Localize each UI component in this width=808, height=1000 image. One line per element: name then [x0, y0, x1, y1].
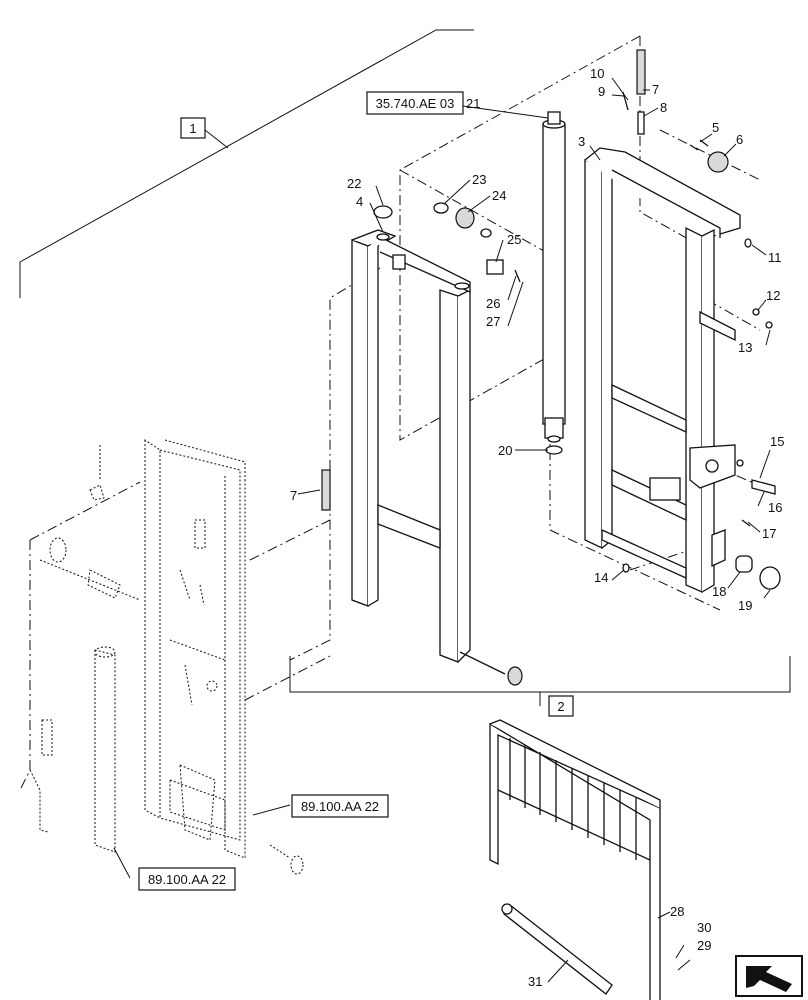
part-26-pin [514, 269, 521, 283]
lift-cylinder [542, 111, 566, 443]
part-17-bolt [741, 519, 751, 527]
callout-13: 13 [738, 340, 752, 355]
part-16-pin [751, 479, 776, 495]
callout-20: 20 [498, 443, 512, 458]
middle-mast-frame [351, 229, 471, 663]
svg-text:35.740.AE 03: 35.740.AE 03 [376, 96, 455, 111]
next-page-arrow-icon[interactable] [735, 955, 803, 997]
part-13-bolt [765, 321, 773, 329]
callout-28: 28 [670, 904, 684, 919]
callout-24: 24 [492, 188, 506, 203]
callout-29: 29 [697, 938, 711, 953]
boxed-label-1: 1 [180, 117, 206, 139]
callout-26: 26 [486, 296, 500, 311]
right-mast-frame [584, 147, 741, 593]
part-23-washer [433, 202, 449, 214]
cross-bar [501, 903, 613, 995]
callout-21: 21 [466, 96, 480, 111]
callout-3: 3 [578, 134, 585, 149]
assembly-2-bracket [289, 656, 791, 706]
svg-text:1: 1 [189, 121, 196, 136]
callout-27: 27 [486, 314, 500, 329]
callout-5: 5 [712, 120, 719, 135]
ref-box-right[interactable]: 89.100.AA 22 [291, 794, 389, 818]
callout-8: 8 [660, 100, 667, 115]
callout-17: 17 [762, 526, 776, 541]
leader-lines [113, 77, 771, 983]
part-15-bolt [736, 459, 744, 467]
part-24-pulley [455, 207, 475, 229]
part-11-bolt [744, 238, 752, 248]
part-12-nut [752, 308, 760, 316]
part-25-bushing [486, 259, 504, 275]
callout-30: 30 [697, 920, 711, 935]
callout-25: 25 [507, 232, 521, 247]
load-backrest [489, 719, 661, 1000]
callout-22: 22 [347, 176, 361, 191]
svg-text:89.100.AA 22: 89.100.AA 22 [301, 799, 379, 814]
callout-9: 9 [598, 84, 605, 99]
part-7-chain-top [636, 49, 646, 95]
part-6-pulley [707, 151, 729, 173]
callout-12: 12 [766, 288, 780, 303]
assembly-1-bracket [19, 29, 474, 298]
callout-numbers: 3 4 5 6 7 8 9 10 11 12 13 14 15 16 17 18… [290, 66, 784, 989]
ref-box-left[interactable]: 89.100.AA 22 [138, 867, 236, 891]
callout-14: 14 [594, 570, 608, 585]
callout-7-top: 7 [652, 82, 659, 97]
callout-10: 10 [590, 66, 604, 81]
callout-31: 31 [528, 974, 542, 989]
left-phantom-assembly [29, 439, 304, 875]
callout-16: 16 [768, 500, 782, 515]
part-18-bushing [735, 555, 753, 573]
svg-text:89.100.AA 22: 89.100.AA 22 [148, 872, 226, 887]
part-22-ring [373, 205, 393, 219]
callout-7-lower: 7 [290, 488, 297, 503]
callout-18: 18 [712, 584, 726, 599]
boxed-label-2: 2 [548, 695, 574, 717]
callout-15: 15 [770, 434, 784, 449]
part-14-bolt [622, 563, 630, 573]
ref-box-top[interactable]: 35.740.AE 03 [366, 91, 464, 115]
part-20-ring [545, 445, 563, 455]
callout-6: 6 [736, 132, 743, 147]
callout-11: 11 [768, 250, 782, 265]
part-8-anchor [637, 111, 645, 135]
callout-4: 4 [356, 194, 363, 209]
svg-text:2: 2 [557, 699, 564, 714]
part-19-ring [759, 566, 781, 590]
part-7-chain-lower [321, 469, 331, 511]
callout-23: 23 [472, 172, 486, 187]
callout-19: 19 [738, 598, 752, 613]
